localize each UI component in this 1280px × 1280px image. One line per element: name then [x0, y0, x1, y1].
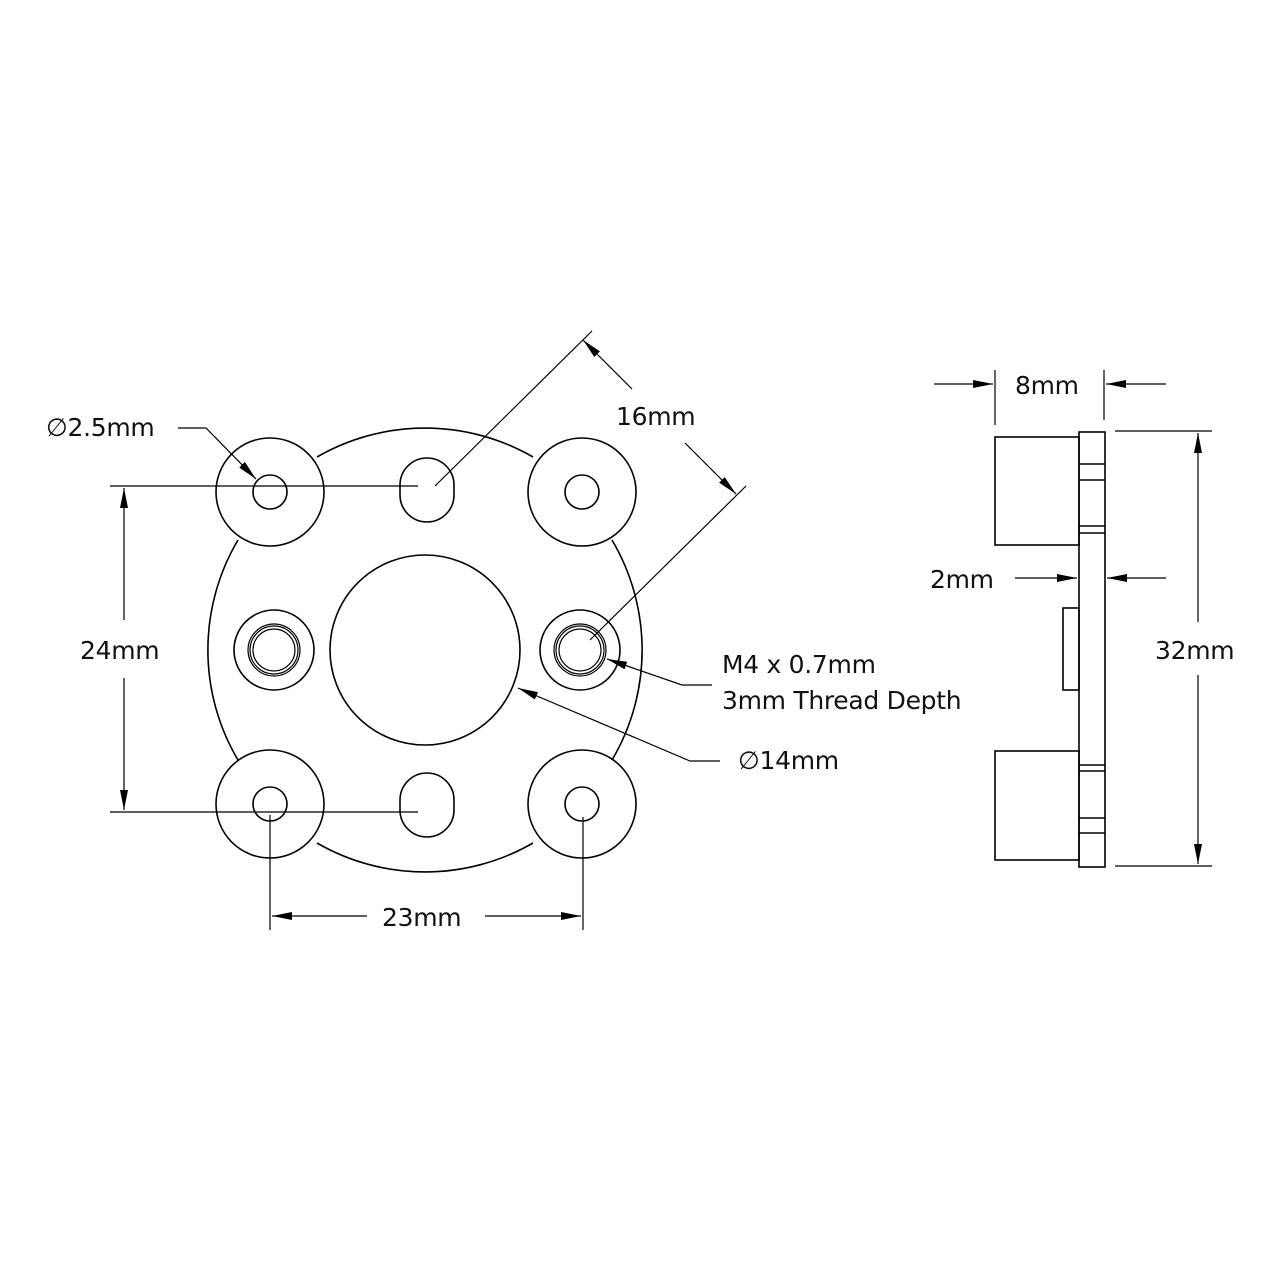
vertical-spacing-label: 24mm — [80, 636, 160, 665]
threaded-hole-left — [233, 609, 315, 691]
horizontal-dimension-23mm — [269, 815, 584, 930]
overall-depth-label: 8mm — [1015, 371, 1079, 400]
depth-dimension-8mm — [934, 370, 1166, 425]
slot-bottom — [399, 772, 455, 838]
side-view — [934, 370, 1212, 868]
hole-diameter-label: ∅2.5mm — [46, 413, 155, 442]
hole-diameter-leader — [178, 427, 257, 480]
slot-spacing-label: 16mm — [616, 402, 696, 431]
horizontal-spacing-label: 23mm — [382, 903, 462, 932]
side-plate — [1078, 431, 1106, 868]
thread-callout-leader — [606, 658, 712, 686]
height-dimension-32mm — [1115, 430, 1212, 867]
thread-spec-label: M4 x 0.7mm — [722, 650, 876, 679]
side-boss-bottom — [994, 750, 1080, 861]
mounting-boss-top-right — [527, 437, 637, 547]
bore-diameter-label: ∅14mm — [738, 746, 839, 775]
threaded-hole-right — [539, 609, 621, 691]
bore-diameter-leader — [517, 687, 720, 762]
plate-thickness-label: 2mm — [930, 565, 994, 594]
slot-top — [399, 457, 455, 523]
side-pilot — [1062, 607, 1080, 691]
front-view — [110, 330, 747, 930]
side-boss-top — [994, 436, 1080, 546]
mounting-boss-top-left — [215, 437, 325, 547]
overall-height-label: 32mm — [1155, 636, 1235, 665]
vertical-dimension-24mm — [110, 485, 418, 813]
diagonal-dimension-16mm — [434, 330, 747, 641]
flange-outline — [207, 427, 643, 873]
thread-depth-label: 3mm Thread Depth — [722, 686, 962, 715]
center-bore — [329, 554, 521, 746]
mounting-boss-bottom-right — [527, 749, 637, 859]
